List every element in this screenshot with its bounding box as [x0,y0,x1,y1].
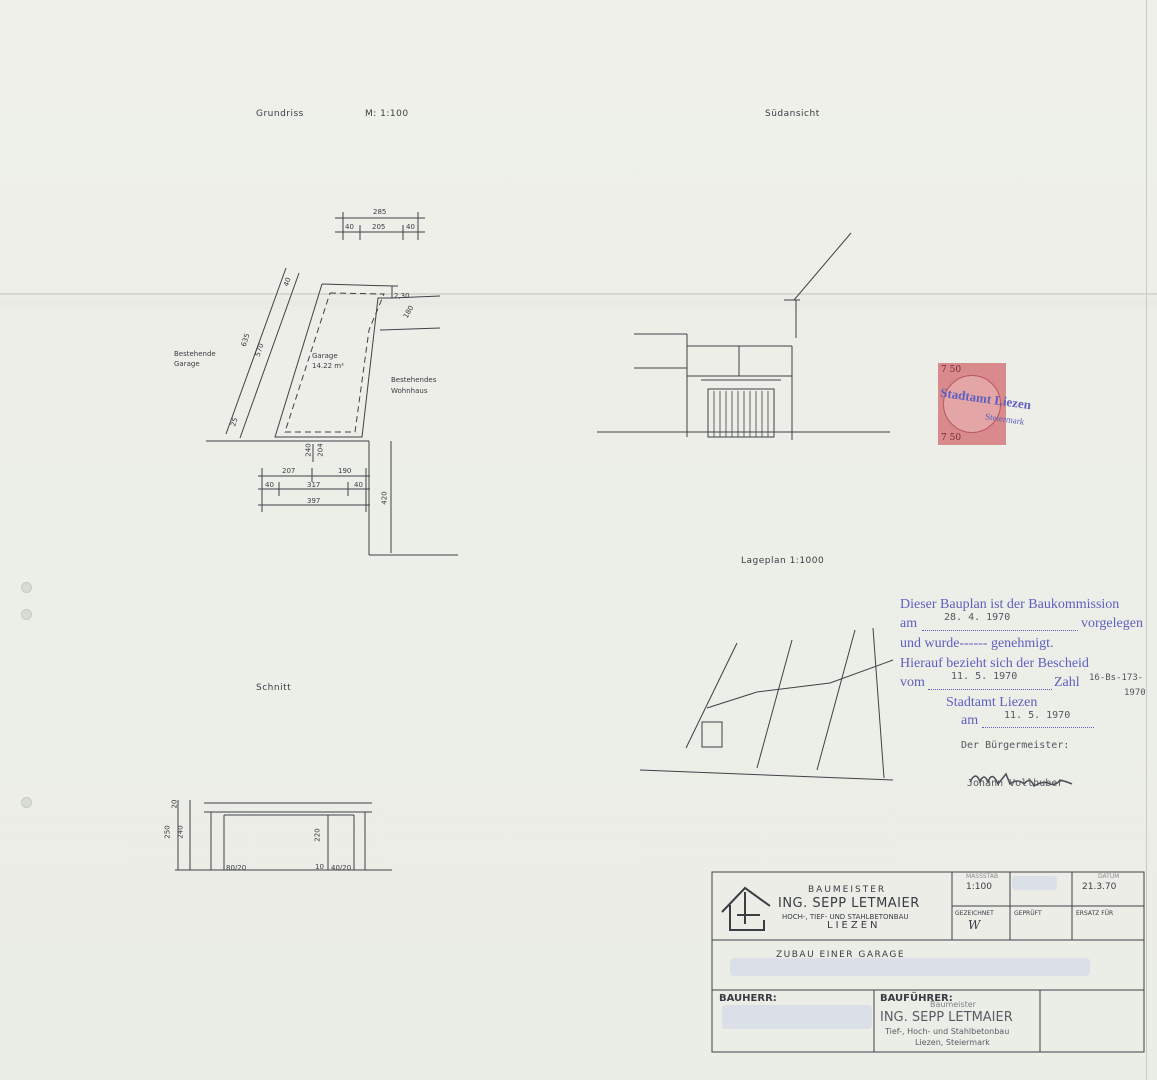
approval-date3: 11. 5. 1970 [1004,710,1071,721]
dim-row1-right: 190 [338,467,352,475]
dim-section-h1: 250 [163,825,172,839]
approval-underline1 [922,630,1078,631]
tb-project: Zubau einer Garage [776,950,906,960]
view-title-grundriss: Grundriss [256,109,304,119]
approval-zahl-year: 1970 [1124,688,1146,698]
approval-line3: Hierauf bezieht sich der Bescheid [900,656,1089,671]
punch-hole [21,582,32,593]
tb-gezeichnet: W [968,918,981,932]
approval-line1: Dieser Bauplan ist der Baukommission [900,597,1120,612]
dim-section-top: 20 [170,799,179,809]
tb-datum-label: Datum [1098,873,1120,880]
dim-section-inner: 220 [313,828,322,842]
tb-geprueft-label: Geprüft [1014,910,1042,917]
view-title-suedansicht: Südansicht [765,109,820,119]
label-existing-house-2: Wohnhaus [391,387,428,395]
dim-section-bottom: 10 [315,863,324,871]
label-existing-garage-1: Bestehende [174,350,216,358]
punch-hole [21,797,32,808]
revenue-seal: 7 50 7 50 [938,363,1006,445]
dim-vert-right: 420 [380,491,389,505]
dim-row2-left: 40 [265,481,274,489]
dim-mid-b: 204 [316,443,325,457]
approval-date1: 28. 4. 1970 [944,612,1011,623]
tb-bf-stamp-city: Liezen, Steiermark [915,1038,990,1047]
dim-row3: 397 [307,497,321,505]
seal-value-bottom: 7 50 [941,433,962,443]
tb-datum: 21.3.70 [1082,882,1117,892]
tb-bf-stamp-name: Ing. Sepp Letmaier [880,1010,1013,1025]
view-title-schnitt: Schnitt [256,683,292,693]
approval-vom-label: vom [900,675,925,690]
tb-ersatz-label: Ersatz für [1076,910,1114,917]
tb-gezeichnet-label: Gezeichnet [955,910,994,917]
tb-bf-stamp-top: Baumeister [930,1000,976,1009]
dim-row2-mid: 317 [307,481,321,489]
fold-line [0,293,1157,295]
approval-zahl-label: Zahl [1054,675,1080,690]
approval-mayor-label: Der Bürgermeister: [961,740,1070,751]
tb-bauherr-label: Bauherr: [719,993,777,1004]
tb-baufuehrer-label: Bauführer: [880,993,953,1004]
punch-hole [21,609,32,620]
dim-top-left: 40 [345,223,354,231]
approval-date2: 11. 5. 1970 [951,671,1018,682]
approval-am2-label: am [961,713,979,728]
dim-top-total: 285 [373,208,387,216]
dim-mid-a: 240 [304,443,313,457]
dim-top-mid: 205 [372,223,386,231]
approval-line2: und wurde------ genehmigt. [900,636,1054,651]
sheet-edge [1146,0,1147,1080]
dim-row2-right: 40 [354,481,363,489]
label-existing-garage-2: Garage [174,360,200,368]
tb-firm-city: Liezen [827,920,881,931]
view-scale-grundriss: M: 1:100 [365,109,409,119]
tb-massstab-label: Maßstab [966,873,999,880]
view-title-lageplan: Lageplan 1:1000 [741,556,825,566]
redaction [730,958,1090,976]
dim-top-right: 40 [406,223,415,231]
approval-mayor-name: Johann Vollhuber [967,778,1064,789]
tb-firm-trade: Hoch-, Tief- und Stahlbetonbau [782,913,909,921]
tb-baumeister: Baumeister [808,885,887,895]
dim-section-h2: 240 [176,825,185,839]
approval-am-label: am [900,616,918,631]
dim-right-small: 2,30 [394,292,410,300]
approval-underline3 [982,727,1094,728]
label-garage: Garage [312,352,338,360]
seal-value: 7 50 [941,365,962,375]
approval-vorgelegen: vorgelegen [1081,616,1143,631]
dim-row1-left: 207 [282,467,296,475]
label-existing-house-1: Bestehendes [391,376,437,384]
tb-massstab: 1:100 [966,882,992,892]
dim-section-step-left: 80/20 [226,864,247,872]
approval-office: Stadtamt Liezen [946,695,1038,710]
tb-bf-stamp-trade: Tief-, Hoch- und Stahlbetonbau [885,1027,1010,1036]
redaction [1012,876,1057,890]
label-garage-area: 14.22 m² [312,362,344,370]
tb-firm-name: Ing. Sepp Letmaier [778,896,920,911]
approval-zahl-value: 16-Bs-173- [1089,673,1144,683]
dim-section-step-right: 40/20 [331,864,352,872]
approval-underline2 [928,689,1052,690]
seal-emblem-icon [943,375,1001,433]
redaction [722,1005,872,1029]
